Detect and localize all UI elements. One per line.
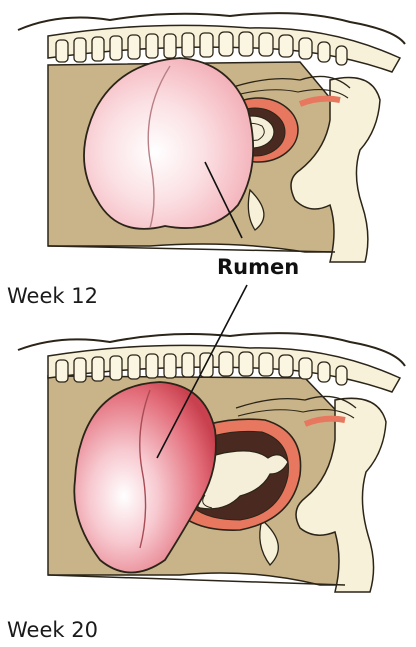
rumen-label: Rumen xyxy=(217,255,299,279)
panel-week-20 xyxy=(18,333,405,592)
caption-week-20: Week 20 xyxy=(7,618,98,642)
caption-week-12: Week 12 xyxy=(7,284,98,308)
panel-week-12 xyxy=(18,13,405,262)
